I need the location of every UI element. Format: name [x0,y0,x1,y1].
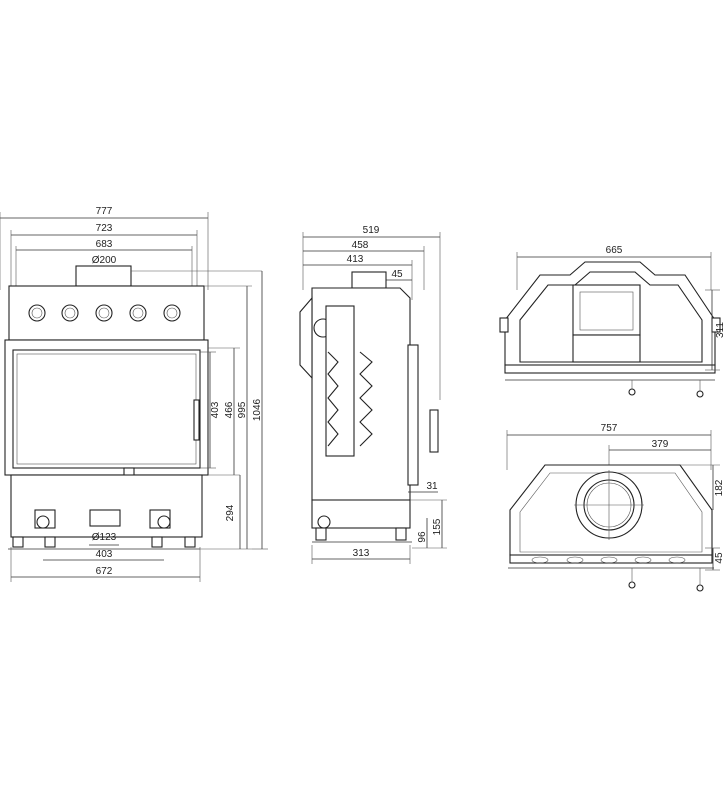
door-handle [193,399,200,441]
front-dim-403: 403 [200,351,221,469]
dim-777-label: 777 [96,206,113,217]
dim-313-label: 313 [353,548,370,559]
front-dim-723: 723 [10,223,198,290]
baffle-zigzag-2 [359,351,373,447]
dim-45-top-label: 45 [714,552,725,564]
side-dim-31: 31 [408,481,438,493]
dim-466-label: 466 [224,401,235,418]
top-view: 757 379 182 4 [506,423,725,592]
flue-collar [75,265,132,287]
dim-519-label: 519 [363,225,380,236]
section-dim-665: 665 [516,245,712,290]
side-dim-96: 96 [417,518,428,548]
dim-413-label: 413 [347,254,364,265]
air-holes [28,304,181,322]
base-width-label: 672 [96,566,113,577]
legs-spacing-label: 403 [96,549,113,560]
side-dim-155: 155 [410,499,447,549]
dim-379-label: 379 [652,439,669,450]
front-dim-466: 466 [208,347,240,476]
section-dim-311: 311 [705,289,726,371]
front-view: 777 723 683 Ø200 [0,206,268,582]
front-dim-1046: 1046 [252,271,268,550]
dim-96-label: 96 [417,531,428,543]
front-glass [12,349,201,469]
front-dim-995: 995 [200,285,252,550]
flue-diameter-label: Ø200 [92,255,117,266]
top-dim-182: 182 [680,464,725,510]
dim-294-label: 294 [225,504,236,521]
front-dim-672: 672 [10,547,201,582]
section-door [504,364,716,374]
dim-311-label: 311 [715,322,726,338]
dim-1046-label: 1046 [252,398,263,421]
front-dim-777: 777 [0,206,209,290]
top-front-edge [509,554,713,564]
dim-403-label: 403 [210,401,221,418]
dim-31-label: 31 [426,481,438,492]
side-dim-519: 519 [302,225,441,400]
side-dim-313: 313 [311,545,411,564]
dim-155-label: 155 [432,518,443,535]
air-inlet-diameter-label: Ø123 [92,532,117,543]
side-door [407,344,419,486]
baffle-zigzag-1 [327,351,339,447]
section-view: 665 311 [499,245,726,398]
side-base [311,499,411,529]
air-inlet [89,509,121,527]
front-dim-403-legs: 403 [43,549,164,561]
dim-182-label: 182 [714,479,725,496]
front-dim-294: 294 [225,475,241,549]
top-dim-45: 45 [705,547,725,571]
dim-45-label: 45 [391,269,403,280]
side-dim-458: 458 [303,240,425,290]
dim-458-label: 458 [352,240,369,251]
dim-665-label: 665 [606,245,623,256]
dim-757-label: 757 [601,423,618,434]
dim-683-label: 683 [96,239,113,250]
front-dim-683: 683 [15,239,193,290]
dim-723-label: 723 [96,223,113,234]
side-view: 519 458 413 45 31 [299,225,447,564]
side-flue [351,271,387,289]
section-grate [572,284,641,336]
side-handle [429,409,439,453]
dim-995-label: 995 [237,401,248,418]
